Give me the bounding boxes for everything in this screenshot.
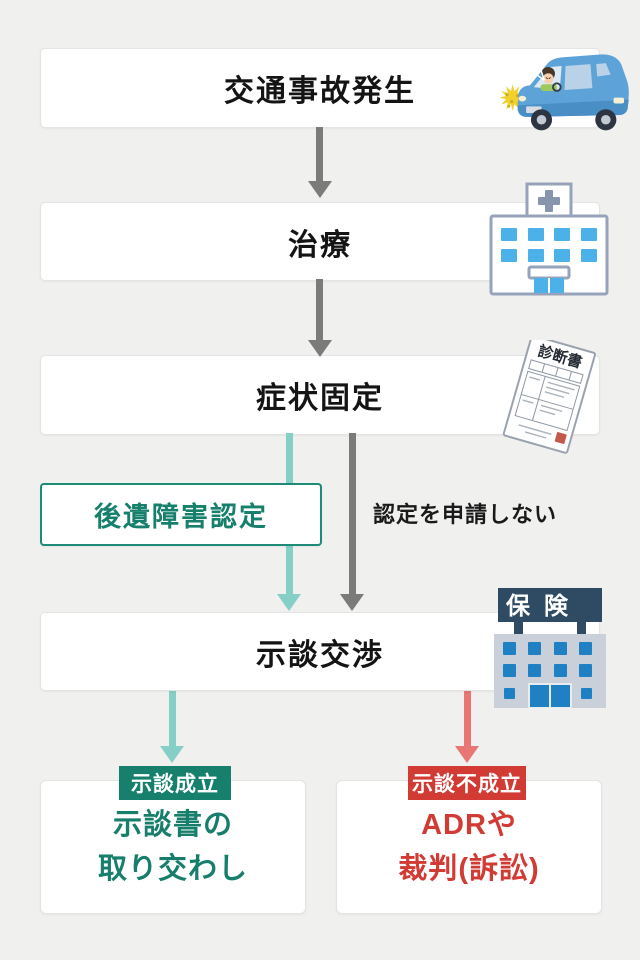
driver-face (542, 73, 554, 84)
arrow-accident-to-treatment-head (308, 181, 332, 198)
hospital-awning (527, 265, 571, 280)
hospital-building (489, 214, 609, 296)
branch-not-applied-label: 認定を申請しない (373, 502, 558, 527)
step-symptom-fixed-label: 症状固定 (256, 382, 384, 415)
step-accident-label: 交通事故発生 (224, 75, 416, 108)
arrow-to-not-settled (464, 689, 471, 746)
arrow-to-not-settled-head (455, 746, 479, 763)
not-settled-badge: 示談不成立 (408, 766, 526, 800)
headlight (518, 95, 527, 102)
outcome-not-settled-line2: 裁判(訴訟) (398, 853, 540, 885)
side-window-shape (564, 64, 593, 90)
hospital-icon (488, 182, 610, 301)
medical-certificate-icon: 診断書 (487, 334, 609, 463)
settled-badge: 示談成立 (119, 766, 231, 800)
rear-window-shape (596, 63, 611, 77)
insurance-windows (503, 642, 592, 699)
branch-certified-label: 後遺障害認定 (94, 502, 268, 532)
outcome-not-settled-box: ADRや 裁判(訴訟) (336, 780, 602, 914)
step-treatment-label: 治療 (288, 228, 352, 262)
step-negotiation-label: 示談交渉 (256, 638, 384, 672)
hospital-windows (501, 228, 597, 262)
arrow-treatment-to-symptom-head (308, 340, 332, 357)
outcome-not-settled-line1: ADRや (421, 809, 517, 841)
arrow-not-applied-branch-head (340, 594, 364, 611)
car-crash-icon (498, 42, 633, 143)
outcome-settled-box: 示談書の 取り交わし (40, 780, 306, 914)
certificate-stamp (554, 432, 567, 444)
arrow-to-settled-head (160, 746, 184, 763)
arrow-certified-branch-head (277, 594, 301, 611)
insurance-sign (498, 588, 602, 622)
outcome-settled-line1: 示談書の (112, 809, 233, 841)
crash-star-shape (499, 84, 527, 112)
steering-wheel (552, 82, 562, 92)
insurance-building-icon: 保険 (492, 586, 608, 713)
branch-certified-box: 後遺障害認定 (40, 483, 322, 546)
insurance-sign-label: 保険 (505, 593, 582, 620)
arrow-to-settled (169, 689, 176, 746)
arrow-treatment-to-symptom (316, 279, 323, 340)
outcome-settled-line2: 取り交わし (97, 853, 248, 885)
arrow-not-applied-branch (349, 433, 356, 594)
certificate-paper (502, 334, 596, 454)
settled-badge-label: 示談成立 (131, 773, 219, 796)
arrow-accident-to-treatment (316, 127, 323, 181)
not-settled-badge-label: 示談不成立 (412, 773, 522, 796)
